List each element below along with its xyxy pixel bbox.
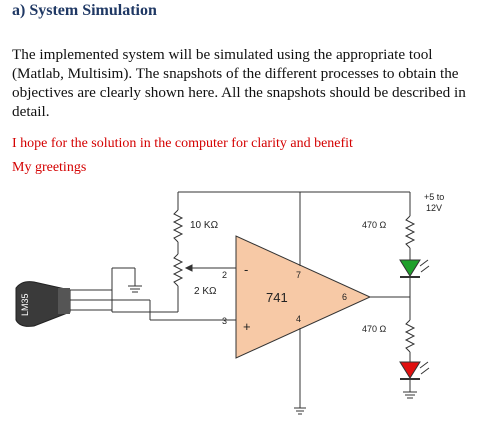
feedback-resistor <box>172 209 184 243</box>
section-heading: a) System Simulation <box>12 2 157 19</box>
body-paragraph: The implemented system will be simulated… <box>12 46 466 120</box>
lm35-sensor <box>15 281 71 327</box>
pin-3-label: 3 <box>222 316 227 326</box>
pin-4-label: 4 <box>296 314 301 324</box>
supply-label-1: +5 to <box>424 192 444 202</box>
led-resistor-2 <box>404 319 416 353</box>
pin-2-label: 2 <box>222 270 227 280</box>
note-line-1: I hope for the solution in the computer … <box>12 136 353 151</box>
green-led <box>399 259 421 277</box>
circuit-diagram: +5 to 12V 10 KΩ 2 KΩ 470 Ω 470 Ω 741 LM3… <box>15 191 444 415</box>
minus-sign: - <box>244 262 248 277</box>
r-feedback-label: 10 KΩ <box>190 220 219 231</box>
opamp-symbol <box>235 235 372 359</box>
lm35-label: LM35 <box>20 293 30 316</box>
pin-6-label: 6 <box>342 292 347 302</box>
red-led <box>399 361 421 379</box>
opamp-label: 741 <box>266 290 288 305</box>
r-pot-label: 2 KΩ <box>194 286 217 297</box>
supply-label-2: 12V <box>426 203 442 213</box>
note-line-2: My greetings <box>12 160 87 175</box>
plus-sign: + <box>243 319 251 334</box>
pin-7-label: 7 <box>296 270 301 280</box>
r-led2-label: 470 Ω <box>362 324 387 334</box>
r-led1-label: 470 Ω <box>362 220 387 230</box>
led-resistor-1 <box>404 215 416 249</box>
pot-resistor <box>172 253 184 287</box>
